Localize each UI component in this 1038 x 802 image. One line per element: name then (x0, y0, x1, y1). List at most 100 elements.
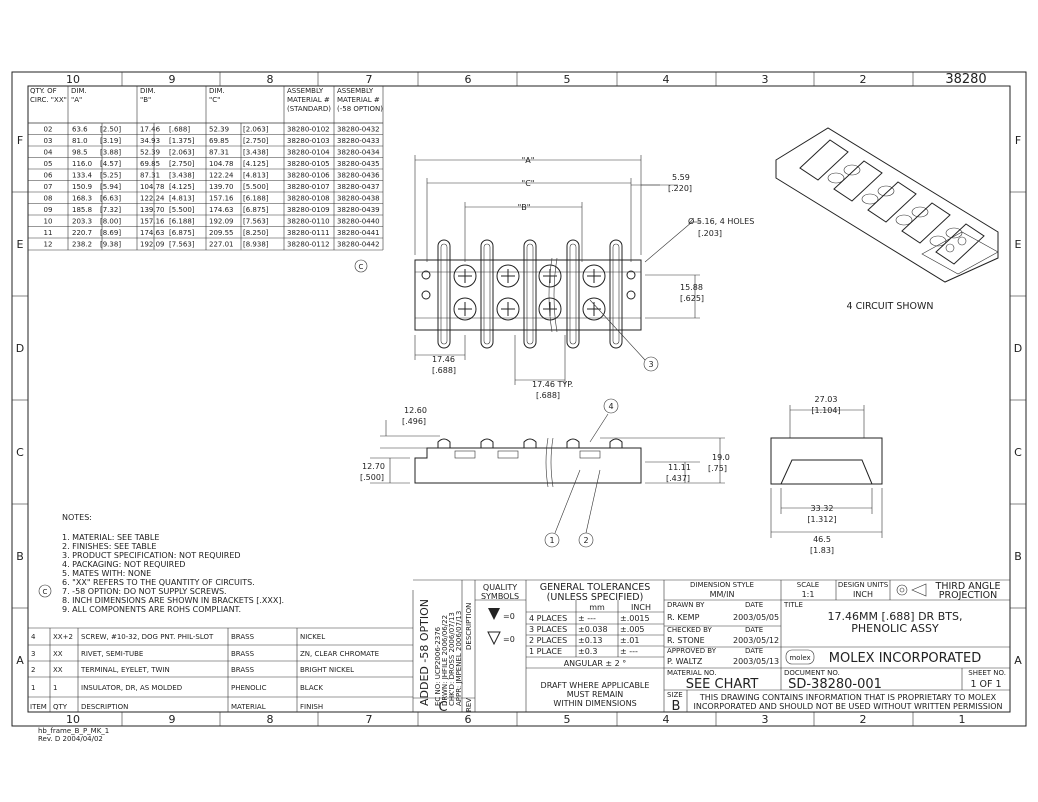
row-label-right: D (1014, 342, 1022, 355)
table-cell: 06 (44, 172, 53, 180)
table-cell: 38280-0440 (337, 218, 380, 226)
table-cell: 38280-0111 (287, 229, 330, 237)
notes: NOTES: 1. MATERIAL: SEE TABLE 2. FINISHE… (38, 513, 284, 614)
row-label-left: E (17, 238, 24, 251)
dim-46-5: 46.5 (813, 535, 831, 544)
bom-cell: BRASS (231, 666, 255, 674)
table-cell: [2.063] (169, 149, 195, 157)
bom-cell: XX (53, 650, 63, 658)
drawing-title-line-2: PHENOLIC ASSY (851, 622, 939, 635)
table-cell: 38280-0109 (287, 206, 330, 214)
dim-15-88-inch: [.625] (680, 294, 704, 303)
bom-cell: BRIGHT NICKEL (300, 666, 354, 674)
col-label-top: 3 (762, 73, 769, 86)
iso-screw-icon (861, 193, 879, 205)
table-cell: 69.85 (140, 160, 160, 168)
screw-head-icon (538, 297, 562, 321)
table-cell: 38280-0432 (337, 126, 380, 134)
revision-drawn: DRWN: JHFILE 2006/06/22 (441, 615, 449, 706)
table-cell: [4.57] (100, 160, 121, 168)
table-header-cell: (-58 OPTION) (337, 105, 383, 113)
revision-col-rev: REV (465, 698, 473, 712)
table-cell: 38280-0104 (287, 149, 330, 157)
bom-header-finish: FINISH (300, 703, 323, 711)
table-cell: 209.55 (209, 229, 234, 237)
table-cell: 03 (44, 137, 53, 145)
bom-cell: NICKEL (300, 633, 325, 641)
dim-17-46: 17.46 (432, 355, 455, 364)
barrier-outline (566, 239, 580, 349)
iso-barrier (833, 160, 883, 202)
row-label-left: C (16, 446, 24, 459)
balloon-3: 3 (648, 360, 653, 369)
balloon-1: 1 (549, 536, 554, 545)
sheet-no-label: SHEET NO. (968, 669, 1006, 677)
bom-cell: XX+2 (53, 633, 73, 641)
approved-date-label: DATE (745, 647, 763, 655)
table-cell: 38280-0108 (287, 195, 330, 203)
table-cell: 38280-0107 (287, 183, 330, 191)
balloon-2: 2 (583, 536, 588, 545)
table-cell: 34.93 (140, 137, 160, 145)
draft-line-2: MUST REMAIN (567, 690, 624, 699)
row-label-left: D (16, 342, 24, 355)
table-cell: 11 (44, 229, 53, 237)
note-item: 5. MATES WITH: NONE (62, 569, 151, 578)
tol-inch: ± --- (620, 647, 638, 656)
screw-head-icon (496, 297, 520, 321)
barrier-inner (526, 243, 534, 345)
bom-header-material: MATERIAL (231, 703, 266, 711)
design-units-label: DESIGN UNITS (838, 581, 889, 589)
dim-17-46-typ-inch: [.688] (536, 391, 560, 400)
tol-places: 2 PLACES (529, 636, 567, 645)
tol-places: 4 PLACES (529, 614, 567, 623)
col-label-bottom: 5 (564, 713, 571, 726)
top-view: "A" "C" "B" 5.59 [.220] Ø 5.16, 4 HOLES … (414, 155, 754, 400)
general-tolerances: GENERAL TOLERANCES (540, 582, 651, 593)
row-label-right: E (1015, 238, 1022, 251)
table-cell: [3.19] (100, 137, 121, 145)
bom-cell: 1 (53, 684, 57, 692)
sheet-no: 1 OF 1 (970, 679, 1001, 690)
table-cell: 63.6 (72, 126, 88, 134)
dim-15-88: 15.88 (680, 283, 703, 292)
table-cell: [1.375] (169, 137, 195, 145)
table-cell: 38280-0112 (287, 241, 330, 249)
table-cell: 17.46 (140, 126, 161, 134)
table-cell: 192.09 (140, 241, 165, 249)
table-cell: 09 (44, 206, 53, 214)
tol-inch: ±.005 (620, 625, 645, 634)
quality-label: QUALITY (483, 583, 517, 592)
symbols-label: SYMBOLS (481, 592, 519, 601)
table-cell: 38280-0439 (337, 206, 380, 214)
col-label-bottom: 6 (465, 713, 472, 726)
checked-date-label: DATE (745, 626, 763, 634)
barrier-inner (440, 243, 448, 345)
dim-12-70-inch: [.500] (360, 473, 384, 482)
quality-symbol-1: =0 (503, 612, 515, 621)
row-label-right: C (1014, 446, 1022, 459)
col-label-top: 8 (267, 73, 274, 86)
table-cell: 139.70 (209, 183, 234, 191)
table-cell: 174.63 (140, 229, 165, 237)
table-cell: [6.63] (100, 195, 121, 203)
col-label-bottom: 10 (66, 713, 80, 726)
mount-hole-icon (626, 290, 636, 300)
barrier-post (523, 438, 537, 448)
table-cell: [3.88] (100, 149, 121, 157)
table-cell: 87.31 (140, 172, 160, 180)
note-item: 4. PACKAGING: NOT REQUIRED (62, 560, 185, 569)
screw-head-icon (582, 297, 606, 321)
tol-mm-header: mm (589, 603, 605, 612)
tol-mm: ±0.3 (578, 647, 597, 656)
table-cell: 07 (44, 183, 53, 191)
unless-specified: (UNLESS SPECIFIED) (547, 592, 644, 603)
border-frame: 10 9 8 7 6 5 4 3 2 38280 10 9 8 7 6 5 4 … (11, 71, 1027, 727)
table-cell: [8.00] (100, 218, 121, 226)
table-cell: 38280-0437 (337, 183, 380, 191)
tol-inch-header: INCH (631, 603, 651, 612)
table-cell: [4.125] (243, 160, 269, 168)
table-cell: 87.31 (209, 149, 229, 157)
